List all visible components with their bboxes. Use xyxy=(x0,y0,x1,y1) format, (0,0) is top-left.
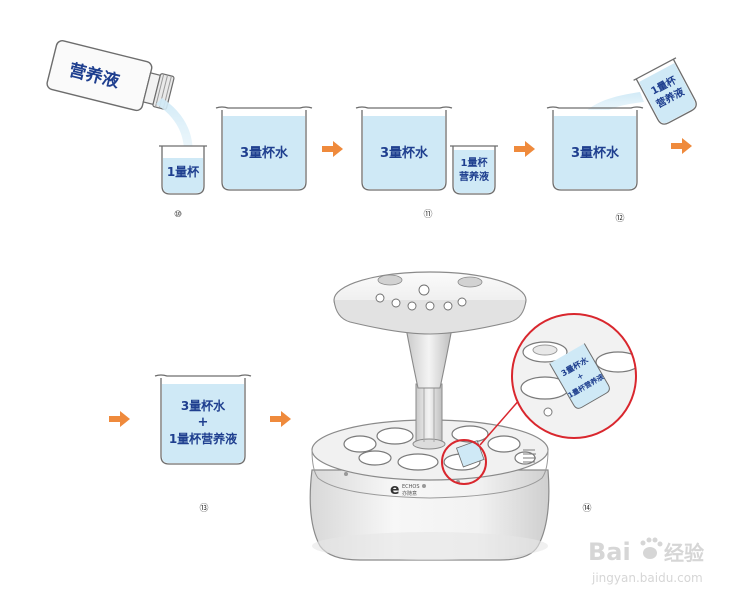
brand-small: ECHOS xyxy=(402,484,420,490)
mix-line1: 3量杯水 xyxy=(181,398,226,413)
step-number: ⑭ xyxy=(582,503,591,514)
beaker-label: 3量杯水 xyxy=(240,145,289,161)
beaker-label: 3量杯水 xyxy=(571,145,620,161)
step-12: 1量杯 营养液 3量杯水 ⑫ xyxy=(546,57,697,224)
beaker-3-cups-water: 3量杯水 xyxy=(546,106,644,191)
zoom-detail: 3量杯水 + 1量杯营养液 xyxy=(511,313,637,439)
watermark: Bai 经验 jingyan.baidu.com xyxy=(588,537,704,585)
step-number: ⑪ xyxy=(423,209,432,220)
tilted-nutrient-cup: 1量杯 营养液 xyxy=(633,57,697,125)
pouring-cup-small xyxy=(455,440,485,468)
beaker-3-cups-water: 3量杯水 xyxy=(215,106,313,191)
watermark-logo: Bai xyxy=(588,538,631,566)
beaker-3-cups-water: 3量杯水 xyxy=(355,106,453,191)
step-14: e ECHOS 亦随意 xyxy=(309,271,637,561)
beaker-mixed-solution: 3量杯水 + 1量杯营养液 xyxy=(154,374,252,465)
small-cup-label: 1量杯 xyxy=(167,164,200,179)
cup-label-line1: 1量杯 xyxy=(461,156,489,169)
arrow-right-icon xyxy=(322,141,343,157)
step-number: ⑫ xyxy=(615,213,624,224)
watermark-logo-suffix: 经验 xyxy=(664,541,704,565)
small-measuring-cup: 1量杯 xyxy=(159,145,207,195)
side-vent xyxy=(523,449,536,463)
highlight-ring-small xyxy=(441,439,487,485)
control-buttons xyxy=(375,284,467,311)
step-number: ⑩ xyxy=(174,210,182,220)
zoom-connector xyxy=(479,397,522,446)
arrow-right-icon xyxy=(270,411,291,427)
mix-line3: 1量杯营养液 xyxy=(169,431,237,446)
highlight-ring-large xyxy=(511,313,637,439)
arrow-right-icon xyxy=(109,411,130,427)
step-number: ⑬ xyxy=(199,503,208,514)
step-13: 3量杯水 + 1量杯营养液 ⑬ xyxy=(154,374,252,514)
arrow-right-icon xyxy=(671,138,692,154)
paw-icon xyxy=(640,537,663,559)
arrow-right-icon xyxy=(514,141,535,157)
nutrient-cup: 1量杯 营养液 xyxy=(450,145,498,195)
brand-logo: e xyxy=(390,482,400,498)
step-10: 营养液 1量杯 3量杯水 ⑩ xyxy=(46,40,313,220)
nutrient-bottle: 营养液 xyxy=(46,40,175,112)
cup-label-line2: 营养液 xyxy=(459,170,489,183)
brand-cn: 亦随意 xyxy=(402,490,417,497)
beaker-label: 3量杯水 xyxy=(380,145,429,161)
zoom-line2: + xyxy=(575,371,585,382)
mix-line2: + xyxy=(198,415,209,430)
step-11: 3量杯水 1量杯 营养液 ⑪ xyxy=(355,106,498,220)
hydroponic-planter: e ECHOS 亦随意 xyxy=(309,271,550,561)
watermark-url: jingyan.baidu.com xyxy=(591,571,703,585)
